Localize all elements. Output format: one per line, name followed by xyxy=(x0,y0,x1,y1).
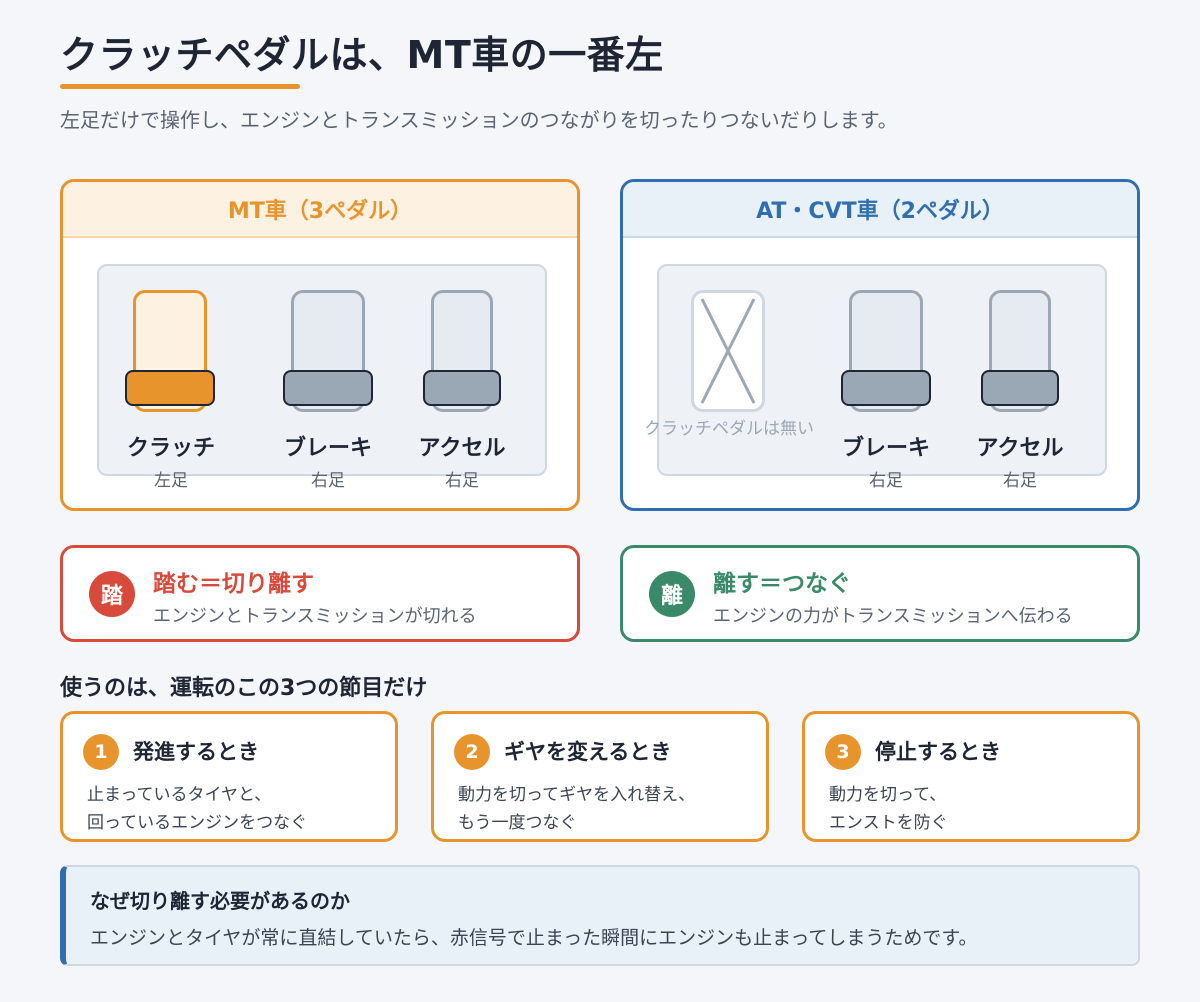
at-panel-title: AT・CVT車（2ペダル） xyxy=(623,182,1137,238)
step-title: 発進するとき xyxy=(133,740,259,764)
step-card-shift: 2 ギヤを変えるとき 動力を切ってギヤを入れ替え、 もう一度つなぐ xyxy=(431,711,769,842)
pedal-name-brake: ブレーキ xyxy=(283,436,372,461)
page-title: クラッチペダルは、MT車の一番左 xyxy=(60,33,664,77)
page-subtitle: 左足だけで操作し、エンジンとトランスミッションのつながりを切ったりつないだりしま… xyxy=(60,108,898,132)
accelerator-pedal-bar xyxy=(981,370,1059,406)
release-title: 離す＝つなぐ xyxy=(713,571,851,597)
step-card-start: 1 発進するとき 止まっているタイヤと、 回っているエンジンをつなぐ xyxy=(60,711,398,842)
step-desc-line-1: 止まっているタイヤと、 xyxy=(87,785,272,805)
step-desc-line-1: 動力を切ってギヤを入れ替え、 xyxy=(458,785,696,805)
step-desc-line-2: もう一度つなぐ xyxy=(458,813,577,833)
press-description: エンジンとトランスミッションが切れる xyxy=(153,606,477,627)
step-desc-line-1: 動力を切って、 xyxy=(829,785,947,805)
mt-car-panel: MT車（3ペダル） クラッチ 左足 ブレーキ 右足 アクセル 右足 xyxy=(60,179,580,511)
missing-clutch-pedal xyxy=(691,290,765,412)
brake-pedal-bar xyxy=(283,370,373,406)
release-description: エンジンの力がトランスミッションへ伝わる xyxy=(713,606,1073,627)
release-meaning-box: 離 離す＝つなぐ エンジンの力がトランスミッションへ伝わる xyxy=(620,545,1140,642)
mt-pedal-area: クラッチ 左足 ブレーキ 右足 アクセル 右足 xyxy=(97,264,547,491)
step-title: 停止するとき xyxy=(875,740,1001,764)
step-number-badge: 1 xyxy=(83,734,119,770)
step-number-badge: 3 xyxy=(825,734,861,770)
pedal-foot-accelerator: 右足 xyxy=(1003,471,1037,491)
pedal-name-clutch: クラッチ xyxy=(126,436,215,461)
step-card-stop: 3 停止するとき 動力を切って、 エンストを防ぐ xyxy=(802,711,1140,842)
pedal-name-brake: ブレーキ xyxy=(841,436,930,461)
press-title: 踏む＝切り離す xyxy=(153,571,314,597)
step-title: ギヤを変えるとき xyxy=(504,740,672,764)
pedal-foot-brake: 右足 xyxy=(311,471,345,491)
pedal-foot-clutch: 左足 xyxy=(154,471,188,491)
why-title: なぜ切り離す必要があるのか xyxy=(90,889,350,913)
cross-mark-icon xyxy=(700,298,756,404)
accelerator-pedal-bar xyxy=(423,370,501,406)
pedal-name-accelerator: アクセル xyxy=(418,436,506,461)
missing-clutch-label: クラッチペダルは無い xyxy=(644,419,814,439)
pedal-name-accelerator: アクセル xyxy=(976,436,1064,461)
step-desc-line-2: 回っているエンジンをつなぐ xyxy=(87,813,308,833)
step-desc-line-2: エンストを防ぐ xyxy=(829,813,948,833)
step-number-badge: 2 xyxy=(454,734,490,770)
release-icon: 離 xyxy=(649,571,695,617)
at-cvt-car-panel: AT・CVT車（2ペダル） クラッチペダルは無い ブレーキ 右足 アクセル 右足 xyxy=(620,179,1140,511)
pedal-foot-brake: 右足 xyxy=(869,471,903,491)
brake-pedal-bar xyxy=(841,370,931,406)
clutch-pedal-bar xyxy=(125,370,215,406)
why-callout: なぜ切り離す必要があるのか エンジンとタイヤが常に直結していたら、赤信号で止まっ… xyxy=(60,865,1140,966)
title-underline xyxy=(60,84,300,89)
mt-panel-title: MT車（3ペダル） xyxy=(63,182,577,238)
usage-heading: 使うのは、運転のこの3つの節目だけ xyxy=(60,676,428,701)
at-pedal-area: クラッチペダルは無い ブレーキ 右足 アクセル 右足 xyxy=(644,264,1107,491)
why-text: エンジンとタイヤが常に直結していたら、赤信号で止まった瞬間にエンジンも止まってし… xyxy=(90,927,978,949)
pedal-foot-accelerator: 右足 xyxy=(445,471,479,491)
press-meaning-box: 踏 踏む＝切り離す エンジンとトランスミッションが切れる xyxy=(60,545,580,642)
press-icon: 踏 xyxy=(89,571,135,617)
